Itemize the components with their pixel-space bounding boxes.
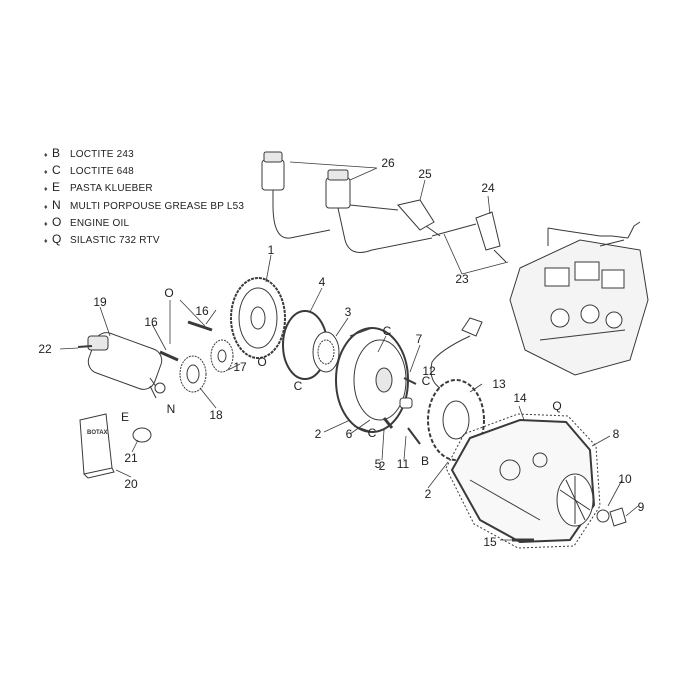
spark-plug-cap-24 — [431, 211, 507, 263]
callout-10: 10 — [618, 472, 632, 486]
callout-18: 18 — [209, 408, 223, 422]
callout-7: 7 — [415, 332, 423, 346]
manual-booklet — [79, 413, 115, 479]
legend-text: LOCTITE 648 — [70, 166, 134, 178]
legend-row: ♦ O ENGINE OIL — [44, 215, 244, 232]
gear-18 — [179, 355, 207, 393]
spark-plug-cap-25 — [397, 199, 441, 237]
shaft-16-lower — [159, 350, 179, 362]
drop-icon: ♦ — [44, 152, 48, 159]
bolt-5 — [382, 417, 394, 429]
callout-17: 17 — [233, 360, 247, 374]
legend-code: N — [52, 197, 61, 212]
legend-code: E — [52, 180, 61, 195]
callout-23: 23 — [455, 272, 469, 286]
legend-code: B — [52, 146, 61, 160]
callout-code-e: E — [120, 410, 130, 424]
washer-10 — [596, 509, 610, 523]
callout-16: 16 — [195, 304, 209, 318]
callout-code-n: N — [166, 402, 176, 416]
legend-row: ♦ C LOCTITE 648 — [44, 163, 244, 180]
callout-code-o: O — [257, 355, 267, 369]
washer-6 — [399, 397, 413, 409]
callout-code-q: Q — [552, 399, 562, 413]
legend-row: ♦ Q SILASTIC 732 RTV — [44, 232, 244, 249]
ring-gear-1 — [230, 277, 286, 359]
callout-4: 4 — [318, 275, 326, 289]
callout-8: 8 — [612, 427, 620, 441]
callout-3: 3 — [344, 305, 352, 319]
shaft-16-upper — [187, 320, 213, 332]
callout-code-c: C — [293, 379, 303, 393]
callout-13: 13 — [492, 377, 506, 391]
callout-code-b: B — [420, 454, 430, 468]
drop-icon: ♦ — [44, 220, 48, 228]
legend-row: ♦ B LOCTITE 243 — [44, 146, 244, 163]
bolt-11 — [407, 427, 421, 445]
callout-2: 2 — [424, 487, 432, 501]
drop-icon: ♦ — [44, 203, 48, 211]
callout-19: 19 — [93, 295, 107, 309]
flywheel-rotor — [335, 327, 409, 433]
legend: ♦ B LOCTITE 243 ♦ C LOCTITE 648 ♦ E PAST… — [44, 146, 244, 249]
callout-code-o: O — [164, 286, 174, 300]
legend-text: ENGINE OIL — [70, 217, 130, 229]
bearing-3 — [312, 331, 340, 373]
side-cover — [450, 418, 596, 544]
callout-26: 26 — [381, 156, 395, 170]
drop-icon: ♦ — [44, 238, 48, 246]
legend-text: MULTI PORPOUSE GREASE BP L53 — [70, 200, 245, 212]
legend-text: LOCTITE 243 — [70, 149, 134, 160]
plug-9 — [609, 507, 627, 527]
callout-22: 22 — [38, 342, 52, 356]
callout-15: 15 — [483, 535, 497, 549]
starter-motor — [77, 332, 166, 399]
legend-row: ♦ N MULTI PORPOUSE GREASE BP L53 — [44, 198, 244, 215]
legend-code: C — [52, 163, 61, 178]
legend-code: Q — [52, 232, 62, 247]
drop-icon: ♦ — [44, 169, 48, 177]
ignition-coil-left — [261, 151, 331, 239]
callout-1: 1 — [267, 243, 275, 257]
callout-14: 14 — [513, 391, 527, 405]
legend-row: ♦ E PASTA KLUEBER — [44, 180, 244, 197]
booklet-label: BOTAX — [87, 430, 108, 436]
callout-21: 21 — [124, 451, 138, 465]
drop-icon: ♦ — [44, 186, 48, 194]
callout-2: 2 — [378, 459, 386, 473]
callout-2: 2 — [314, 427, 322, 441]
callout-9: 9 — [637, 500, 645, 514]
callout-16: 16 — [144, 315, 158, 329]
engine-block — [509, 221, 649, 376]
callout-6: 6 — [345, 427, 353, 441]
gear-17 — [210, 339, 234, 373]
callout-20: 20 — [124, 477, 138, 491]
callout-11: 11 — [396, 457, 410, 471]
legend-text: PASTA KLUEBER — [70, 183, 153, 195]
legend-text: SILASTIC 732 RTV — [70, 235, 160, 247]
callout-code-c: C — [382, 324, 392, 338]
legend-code: O — [52, 214, 62, 229]
callout-12: 12 — [422, 364, 436, 378]
callout-5: 5 — [374, 457, 382, 471]
bolt-12 — [403, 377, 417, 385]
callout-25: 25 — [418, 167, 432, 181]
callout-24: 24 — [481, 181, 495, 195]
ignition-coil-right — [325, 169, 433, 253]
gasket-14 — [445, 413, 601, 549]
o-ring-21 — [132, 427, 152, 443]
leader-lines — [59, 161, 639, 541]
callout-code-c: C — [421, 374, 431, 388]
callout-code-c: C — [367, 426, 377, 440]
